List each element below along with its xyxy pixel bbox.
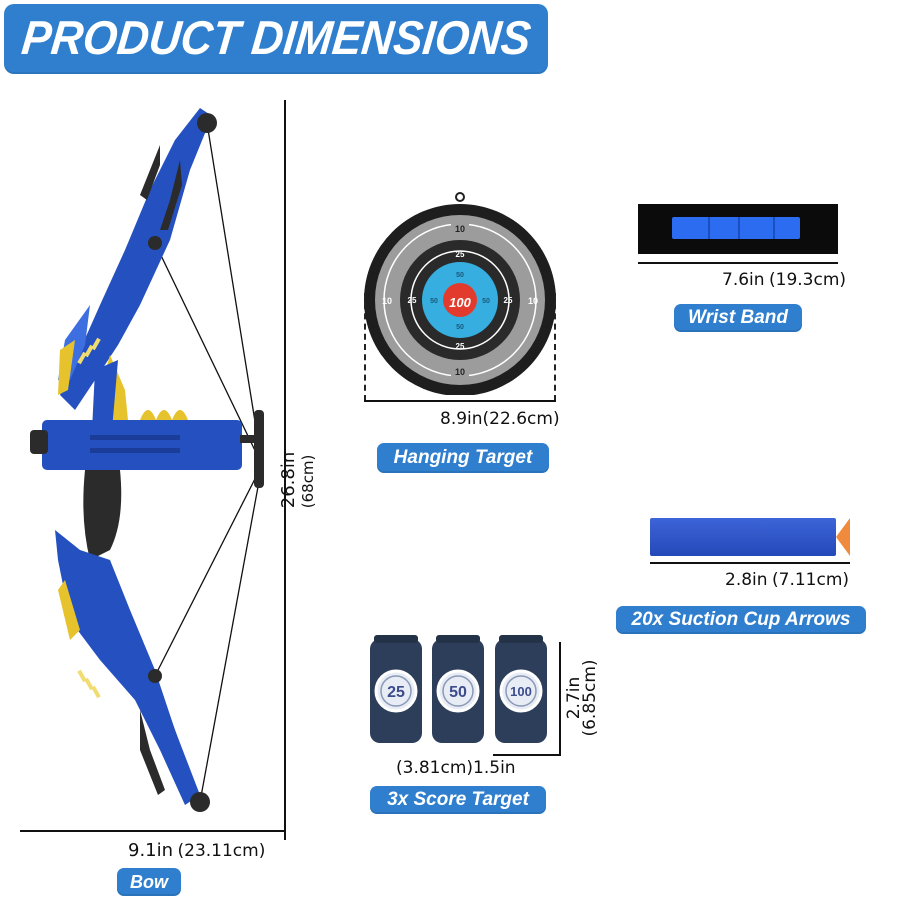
target-right-guide bbox=[554, 293, 556, 401]
bow-width-label: 9.1in (23.11cm) bbox=[128, 840, 265, 861]
svg-text:25: 25 bbox=[456, 342, 465, 351]
target-width-cm: (22.6cm) bbox=[482, 409, 560, 429]
bow-height-in: 26.8in bbox=[278, 451, 299, 509]
svg-text:10: 10 bbox=[382, 296, 392, 306]
wrist-band-width-line bbox=[638, 262, 838, 264]
bow-width-cm: (23.11cm) bbox=[177, 841, 266, 861]
wrist-band-width-in: 7.6in bbox=[722, 270, 765, 290]
svg-text:25: 25 bbox=[456, 250, 465, 259]
bow-height-label: 26.8in (68cm) bbox=[278, 452, 318, 509]
can-base-line bbox=[493, 754, 561, 756]
score-can-100: 100 bbox=[493, 633, 549, 745]
bullseye-score: 100 bbox=[449, 295, 471, 310]
bow-width-line bbox=[20, 830, 286, 832]
can-width-in: 1.5in bbox=[473, 758, 516, 778]
wrist-band-width-cm: (19.3cm) bbox=[769, 270, 847, 290]
bow-width-in: 9.1in bbox=[128, 840, 174, 861]
bow-label: Bow bbox=[117, 868, 181, 896]
suction-cup-icon bbox=[836, 518, 850, 556]
score-target-section: 25 50 100 2.7in (6.85cm) (3.81cm)1.5in 3… bbox=[360, 630, 620, 820]
can-height-line bbox=[559, 642, 561, 756]
can-width-cm: (3.81cm) bbox=[396, 758, 474, 778]
wrist-band-image bbox=[638, 204, 838, 254]
svg-text:50: 50 bbox=[430, 298, 438, 305]
page-title: PRODUCT DIMENSIONS bbox=[19, 11, 534, 65]
can-score-text: 50 bbox=[449, 684, 467, 701]
bow-section: 26.8in (68cm) 9.1in (23.11cm) Bow bbox=[0, 90, 340, 900]
target-width-in: 8.9in bbox=[440, 409, 483, 429]
bow-image bbox=[30, 108, 264, 812]
target-width-line bbox=[364, 400, 556, 402]
header-banner: PRODUCT DIMENSIONS bbox=[4, 4, 548, 74]
score-can-50: 50 bbox=[430, 633, 486, 745]
wrist-band-label: Wrist Band bbox=[674, 304, 802, 332]
svg-text:10: 10 bbox=[455, 224, 465, 234]
can-height-label: 2.7in (6.85cm) bbox=[564, 659, 600, 737]
hanging-target-label: Hanging Target bbox=[377, 443, 549, 473]
svg-text:50: 50 bbox=[456, 324, 464, 331]
svg-text:10: 10 bbox=[455, 367, 465, 377]
svg-text:10: 10 bbox=[528, 296, 538, 306]
target-left-guide bbox=[364, 293, 366, 401]
wrist-band-section: 7.6in (19.3cm) Wrist Band bbox=[630, 200, 870, 340]
bow-height-cm: (68cm) bbox=[299, 454, 317, 509]
target-width-label: 8.9in(22.6cm) bbox=[440, 409, 560, 429]
svg-text:25: 25 bbox=[408, 296, 417, 305]
hanging-target-image: 100 10 10 10 10 25 25 25 25 50 50 50 50 bbox=[364, 192, 556, 395]
score-can-25: 25 bbox=[368, 633, 424, 745]
can-score-text: 100 bbox=[510, 684, 532, 699]
svg-text:50: 50 bbox=[482, 298, 490, 305]
score-target-label: 3x Score Target bbox=[370, 786, 546, 814]
arrow-image bbox=[650, 518, 836, 556]
svg-text:25: 25 bbox=[504, 296, 513, 305]
arrow-length-label: 2.8in (7.11cm) bbox=[725, 570, 849, 590]
arrow-length-cm: (7.11cm) bbox=[772, 570, 850, 590]
can-score-text: 25 bbox=[387, 684, 405, 701]
arrow-length-line bbox=[650, 562, 850, 564]
can-width-label: (3.81cm)1.5in bbox=[396, 758, 516, 778]
wrist-band-width-label: 7.6in (19.3cm) bbox=[722, 270, 846, 290]
can-height-cm: (6.85cm) bbox=[580, 659, 600, 737]
arrow-length-in: 2.8in bbox=[725, 570, 768, 590]
arrows-label: 20x Suction Cup Arrows bbox=[616, 606, 866, 634]
bow-height-line bbox=[284, 100, 286, 840]
arrows-section: 2.8in (7.11cm) 20x Suction Cup Arrows bbox=[610, 510, 880, 640]
hanging-target-section: 100 10 10 10 10 25 25 25 25 50 50 50 50 8.9i… bbox=[340, 185, 580, 485]
svg-text:50: 50 bbox=[456, 272, 464, 279]
